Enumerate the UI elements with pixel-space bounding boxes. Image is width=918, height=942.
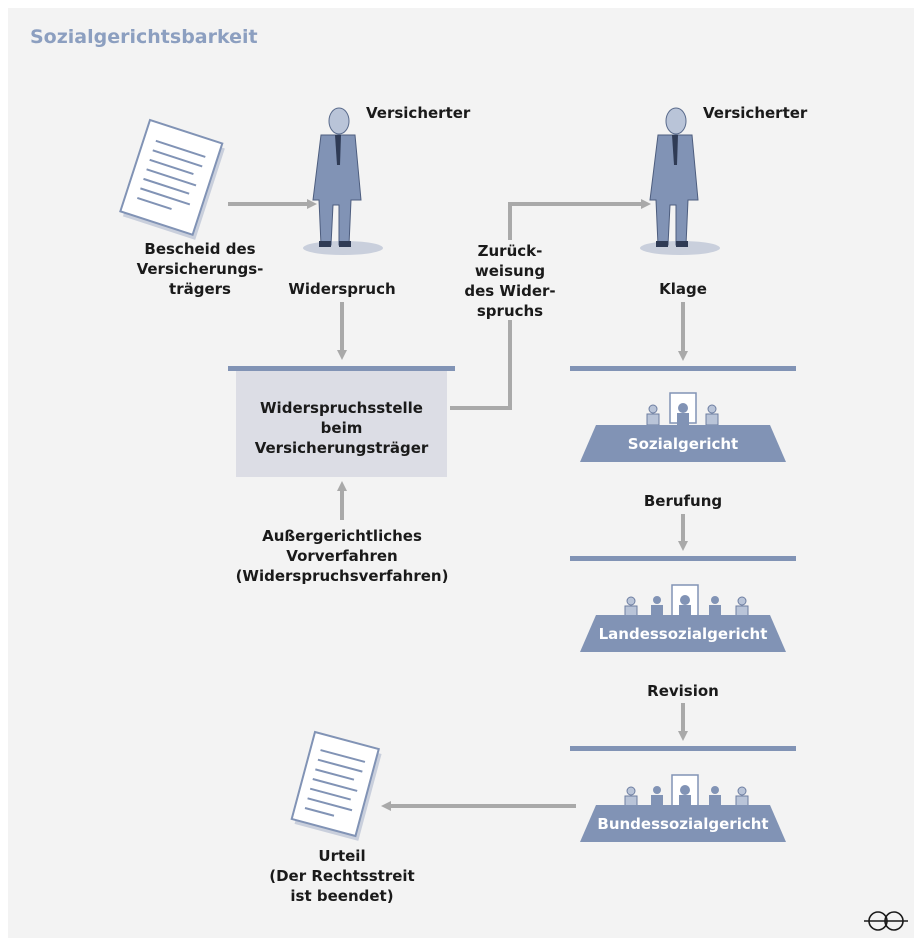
court-bench-icon bbox=[646, 392, 719, 426]
court-bench bbox=[580, 425, 786, 462]
revision-label: Revision bbox=[647, 682, 719, 700]
widerspruchsstelle-label: Widerspruchsstelle beim Versicherungsträ… bbox=[254, 399, 429, 457]
court-top-bar bbox=[570, 556, 796, 561]
court-top-bar bbox=[570, 746, 796, 751]
court-top-bar bbox=[570, 366, 796, 371]
document-icon bbox=[119, 118, 225, 240]
box-top-bar bbox=[228, 366, 455, 371]
diagram-title: Sozialgerichtsbarkeit bbox=[30, 26, 258, 48]
arrow bbox=[508, 199, 651, 240]
widerspruchsstelle-box bbox=[236, 371, 447, 477]
person-icon bbox=[303, 107, 383, 255]
court-bench-icon bbox=[624, 584, 749, 618]
document-icon bbox=[290, 730, 382, 841]
court-label-bundessozialgericht: Bundessozialgericht bbox=[597, 815, 769, 833]
urteil-label: Urteil (Der Rechtsstreit ist beendet) bbox=[269, 847, 415, 905]
court-label-sozialgericht: Sozialgericht bbox=[627, 435, 739, 453]
court-bench-icon bbox=[624, 774, 749, 808]
person-label: Versicherter bbox=[703, 104, 808, 122]
vorverfahren-label: Außergerichtliches Vorverfahren (Widersp… bbox=[235, 527, 449, 585]
zurueckweisung-label: Zurück- weisung des Wider- spruchs bbox=[464, 242, 556, 320]
logo-icon bbox=[864, 911, 908, 931]
widerspruch-label: Widerspruch bbox=[288, 280, 396, 298]
klage-label: Klage bbox=[659, 280, 707, 298]
court-bench bbox=[580, 805, 786, 842]
person-icon bbox=[640, 107, 720, 255]
bescheid-label: Bescheid des Versicherungs- trägers bbox=[136, 240, 264, 298]
arrow bbox=[450, 320, 512, 410]
court-bench bbox=[580, 615, 786, 652]
berufung-label: Berufung bbox=[643, 492, 723, 510]
court-label-landessozialgericht: Landessozialgericht bbox=[598, 625, 768, 643]
person-label: Versicherter bbox=[366, 104, 471, 122]
